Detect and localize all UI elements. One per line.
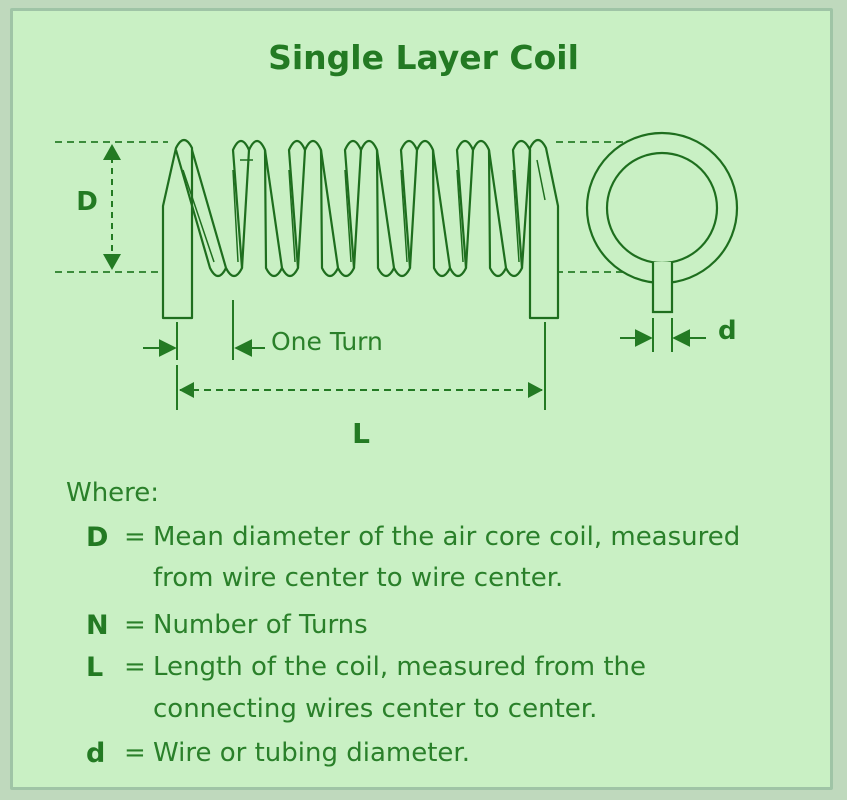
- label-L: L: [352, 417, 370, 450]
- wire-cross-section: [585, 131, 739, 314]
- legend-heading: Where:: [66, 478, 160, 508]
- one-turn-dimension: One Turn: [143, 300, 383, 360]
- legend-equals: =: [124, 522, 146, 552]
- length-dimension: L: [176, 322, 546, 450]
- arrowhead-down-icon: [103, 254, 121, 270]
- legend-equals: =: [124, 738, 146, 768]
- legend-text: Mean diameter of the air core coil, meas…: [153, 522, 741, 552]
- legend-equals: =: [124, 652, 146, 682]
- diameter-dimension: D: [76, 144, 121, 270]
- coil-spring: [161, 138, 560, 320]
- legend-symbol: L: [86, 652, 104, 683]
- legend-text-continued: connecting wires center to center.: [153, 694, 598, 724]
- label-D: D: [76, 187, 98, 217]
- diagram-card: [10, 8, 833, 790]
- legend-text: Wire or tubing diameter.: [153, 738, 470, 768]
- label-one-turn: One Turn: [271, 327, 383, 356]
- arrowhead-up-icon: [103, 144, 121, 160]
- legend-text: Length of the coil, measured from the: [153, 652, 646, 682]
- legend-symbol: d: [86, 738, 106, 769]
- legend-text: Number of Turns: [153, 610, 368, 640]
- legend-symbol: N: [86, 610, 109, 641]
- legend-text-continued: from wire center to wire center.: [153, 563, 564, 593]
- arrowhead-right-icon: [528, 382, 543, 398]
- legend-symbol: D: [86, 522, 109, 553]
- arrowhead-left-icon: [179, 382, 194, 398]
- diagram-title: Single Layer Coil: [268, 38, 579, 77]
- label-d: d: [718, 316, 737, 346]
- legend-equals: =: [124, 610, 146, 640]
- wire-diameter-dimension: d: [620, 316, 737, 352]
